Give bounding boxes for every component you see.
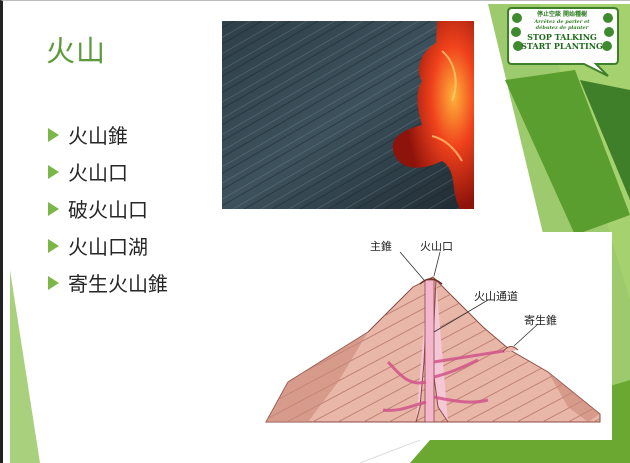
slide-title: 火山 bbox=[46, 34, 107, 68]
badge-line: Arrêtez de parler et bbox=[534, 19, 590, 25]
speech-bubble-icon bbox=[507, 7, 619, 77]
bullet-arrow-icon bbox=[48, 201, 59, 216]
bullet-arrow-icon bbox=[48, 275, 59, 290]
bullet-text: 破火山口 bbox=[68, 198, 148, 222]
bullet-item: 破火山口 bbox=[48, 190, 168, 227]
tree-icon bbox=[511, 13, 614, 51]
badge-line: 停止空談 開始種樹 bbox=[536, 11, 588, 18]
badge-line: STOP TALKING bbox=[527, 32, 597, 42]
stop-talking-badge: 停止空談 開始種樹 Arrêtez de parler et débutez d… bbox=[504, 4, 620, 78]
bullet-text: 寄生火山錐 bbox=[68, 272, 168, 296]
bullet-list: 火山錐 火山口 破火山口 火山口湖 寄生火山錐 bbox=[48, 116, 168, 301]
bullet-text: 火山口 bbox=[68, 161, 128, 185]
bullet-arrow-icon bbox=[48, 164, 59, 179]
bullet-text: 火山口湖 bbox=[68, 235, 148, 259]
bullet-item: 火山口 bbox=[48, 153, 168, 190]
label-parasitic-cone: 寄生錐 bbox=[524, 314, 557, 327]
bullet-arrow-icon bbox=[48, 238, 59, 253]
bullet-item: 寄生火山錐 bbox=[48, 264, 168, 301]
badge-line: débutez de planter bbox=[535, 25, 589, 31]
label-crater: 火山口 bbox=[420, 240, 453, 253]
badge-line: START PLANTING bbox=[521, 41, 603, 51]
bullet-item: 火山口湖 bbox=[48, 227, 168, 264]
label-conduit: 火山通道 bbox=[474, 290, 518, 303]
bullet-item: 火山錐 bbox=[48, 116, 168, 153]
lava-photo bbox=[222, 21, 474, 209]
bullet-text: 火山錐 bbox=[68, 124, 128, 148]
label-main-cone: 主錐 bbox=[370, 240, 392, 253]
volcano-cross-section bbox=[265, 251, 601, 423]
volcano-diagram: 主錐 火山口 火山通道 寄生錐 bbox=[248, 232, 612, 440]
bullet-arrow-icon bbox=[48, 127, 59, 142]
